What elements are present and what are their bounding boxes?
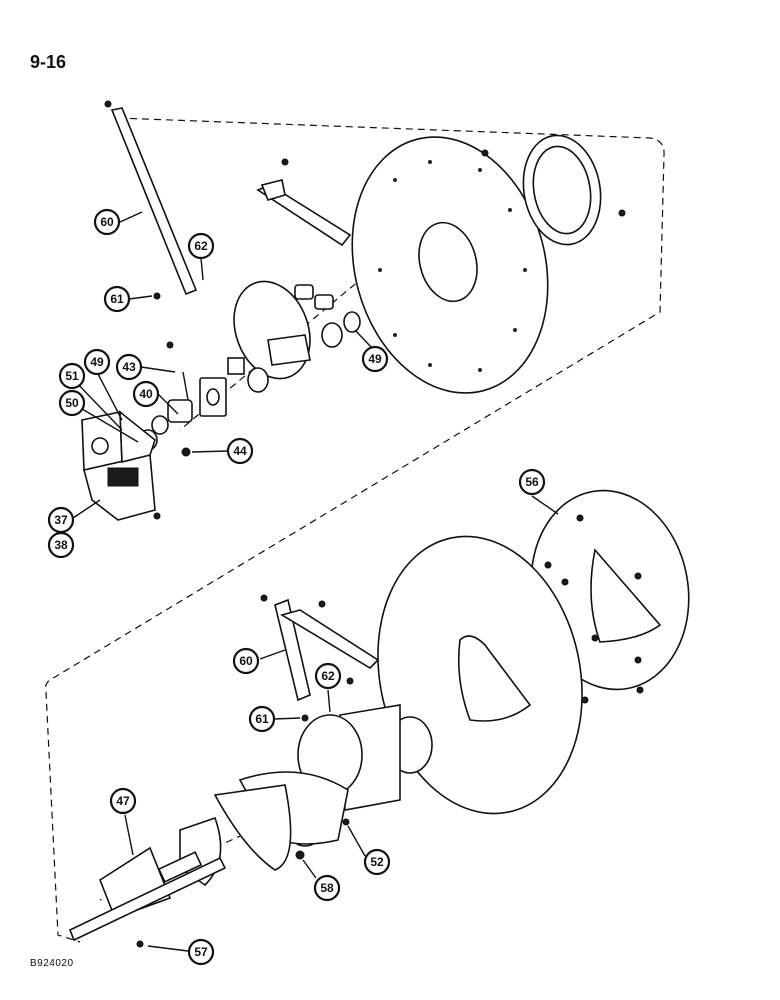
svg-text:52: 52 — [370, 855, 384, 869]
callout-57: 57 — [187, 938, 215, 966]
callout-61-upper: 61 — [103, 285, 131, 313]
lower-brace-arm — [260, 594, 380, 722]
upper-bearing-ring — [481, 134, 626, 246]
svg-text:40: 40 — [139, 387, 153, 401]
washer-43 — [166, 341, 174, 349]
svg-text:61: 61 — [255, 712, 269, 726]
callout-49-right: 49 — [361, 345, 389, 373]
callout-51: 51 — [58, 362, 86, 390]
svg-text:44: 44 — [233, 444, 247, 458]
upper-large-disc — [351, 136, 549, 394]
leader-lines — [71, 211, 559, 952]
svg-text:61: 61 — [110, 292, 124, 306]
callout-44: 44 — [226, 437, 254, 465]
svg-text:47: 47 — [116, 794, 130, 808]
callout-62-lower: 62 — [314, 662, 342, 690]
lower-hub-cylinders — [213, 704, 433, 871]
callout-58: 58 — [313, 874, 341, 902]
svg-text:60: 60 — [100, 215, 114, 229]
svg-text:49: 49 — [90, 355, 104, 369]
callout-38: 38 — [47, 531, 75, 559]
upper-flange-plate — [233, 280, 311, 380]
callout-47: 47 — [109, 787, 137, 815]
callout-43: 43 — [115, 353, 143, 381]
svg-text:62: 62 — [321, 669, 335, 683]
upper-brace-arm — [104, 100, 352, 296]
lower-shaft-assembly — [68, 816, 227, 948]
svg-text:37: 37 — [54, 513, 68, 527]
callout-62-upper: 62 — [187, 232, 215, 260]
svg-text:62: 62 — [194, 239, 208, 253]
svg-text:56: 56 — [525, 475, 539, 489]
svg-text:49: 49 — [368, 352, 382, 366]
figure-code: B924020 — [30, 958, 74, 969]
callout-50: 50 — [58, 389, 86, 417]
callout-60-upper: 60 — [93, 208, 121, 236]
callout-49-left: 49 — [83, 348, 111, 376]
svg-text:57: 57 — [194, 945, 208, 959]
callout-40: 40 — [132, 380, 160, 408]
callout-52: 52 — [363, 848, 391, 876]
callout-37: 37 — [47, 506, 75, 534]
nut-44 — [181, 447, 191, 457]
nut-61-upper — [153, 292, 161, 300]
svg-text:60: 60 — [239, 654, 253, 668]
svg-text:38: 38 — [54, 538, 68, 552]
svg-text:58: 58 — [320, 881, 334, 895]
svg-text:50: 50 — [65, 396, 79, 410]
svg-text:51: 51 — [65, 369, 79, 383]
svg-text:43: 43 — [122, 360, 136, 374]
callout-61-lower: 61 — [248, 705, 276, 733]
page-number: 9-16 — [30, 52, 67, 72]
callout-56: 56 — [518, 468, 546, 496]
assembly-boundary-dashed — [44, 117, 665, 943]
callout-60-lower: 60 — [232, 647, 260, 675]
